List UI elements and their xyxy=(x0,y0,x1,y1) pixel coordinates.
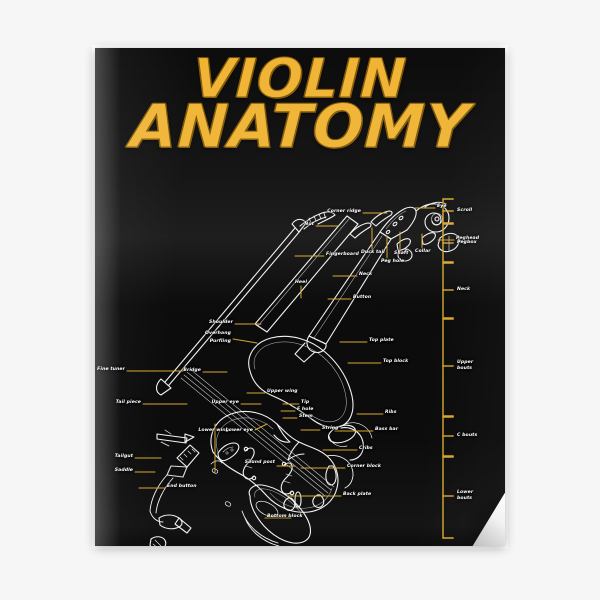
label-f-hole: F hole xyxy=(297,407,314,412)
label-heel: Heel xyxy=(294,280,307,285)
label-string: String xyxy=(322,426,339,431)
poster-title: VIOLIN ANATOMY xyxy=(95,48,505,162)
label-lower-wing: Lower wing xyxy=(198,428,229,433)
violin-anatomy-diagram: Nut Corner ridge Eye Duck tail Peg hole … xyxy=(95,166,505,546)
label-bridge: Bridge xyxy=(183,368,201,373)
label-end-button: End button xyxy=(167,484,197,489)
label-tip: Tip xyxy=(301,400,310,405)
violin-line-art xyxy=(149,201,460,546)
label-peghead: Peghead xyxy=(456,236,480,241)
label-nut: Nut xyxy=(304,222,314,227)
label-bottom-block: Bottom block xyxy=(267,514,303,519)
label-collar: Collar xyxy=(415,249,431,254)
label-upper-eye: Upper eye xyxy=(211,400,239,405)
label-top-block: Top block xyxy=(383,359,409,364)
label-corner-ridge: Corner ridge xyxy=(327,209,361,214)
title-line-anatomy: ANATOMY xyxy=(128,91,472,162)
bracket-label-c-bouts: C bouts xyxy=(457,433,478,438)
label-bass-bar: Bass bar xyxy=(375,427,399,432)
label-stem: Stem xyxy=(299,414,313,419)
label-ribs: Ribs xyxy=(385,410,397,415)
label-back-plate: Back plate xyxy=(343,492,372,497)
label-duck-tail: Duck tail xyxy=(361,250,385,255)
label-peg-hole: Peg hole xyxy=(381,259,405,264)
label-top-plate: Top plate xyxy=(369,338,394,343)
bracket-label-scroll: Scroll xyxy=(457,208,473,213)
label-eye: Eye xyxy=(437,204,447,209)
label-fine-tuner: Fine tuner xyxy=(97,367,125,372)
bracket-label-neck: Neck xyxy=(457,287,471,292)
label-purfling: Purfling xyxy=(209,339,231,344)
label-shoulder: Shoulder xyxy=(208,320,233,325)
label-upper-wing: Upper wing xyxy=(267,389,298,394)
label-tailgut: Tailgut xyxy=(114,454,133,459)
label-shaft: Shaft xyxy=(394,251,409,256)
bracket-label-lower-bouts: Lower bouts xyxy=(457,490,474,501)
label-overhang: Overhang xyxy=(204,331,231,336)
label-lower-eye: Lower eye xyxy=(225,428,253,433)
label-sound-post: Sound post xyxy=(244,460,275,465)
label-button: Button xyxy=(353,295,372,300)
label-tail-piece: Tail piece xyxy=(115,400,141,405)
bracket-label-upper-bouts: Upper bouts xyxy=(457,360,474,371)
label-fingerboard: Fingerboard xyxy=(326,252,359,257)
label-neck: Neck xyxy=(359,272,373,277)
label-saddle: Saddle xyxy=(114,468,133,473)
label-cribs: Cribs xyxy=(359,446,373,451)
violin-anatomy-poster[interactable]: VIOLIN ANATOMY xyxy=(95,48,505,546)
label-corner-block: Corner block xyxy=(347,464,382,469)
bracket-label-pegbox: Pegbox xyxy=(457,240,477,245)
leader-lines xyxy=(126,198,455,539)
